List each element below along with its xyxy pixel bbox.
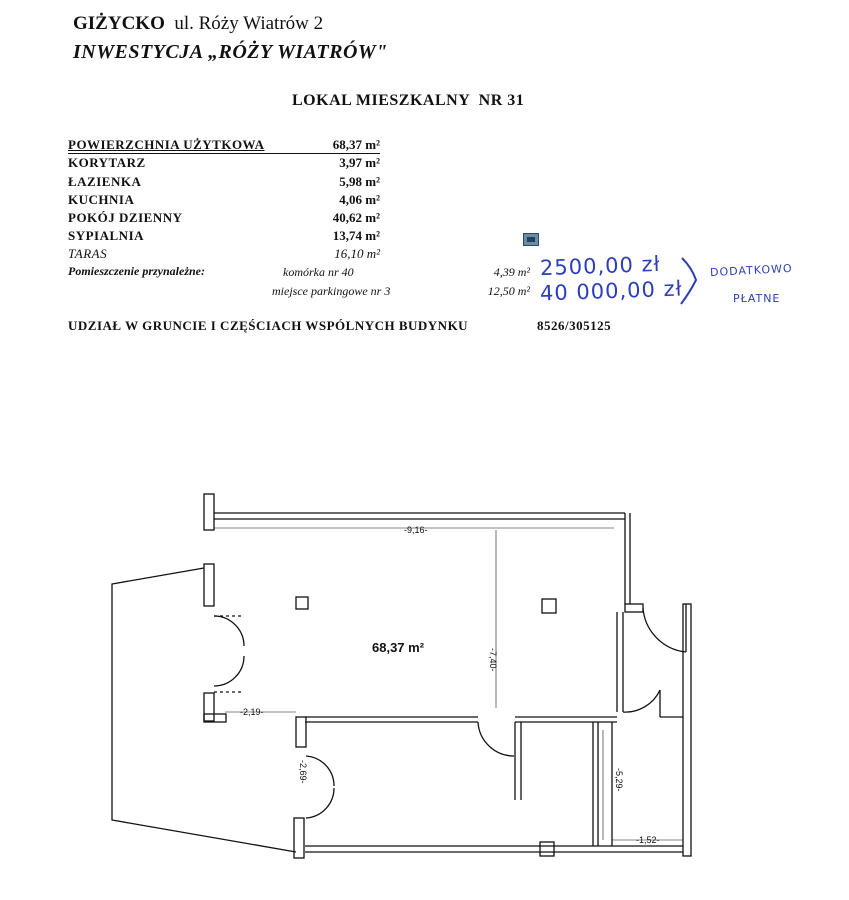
area-label-lazienka: ŁAZIENKA xyxy=(68,174,142,189)
floor-plan: -9,16- -7,40- -2,19- -2,69- -5,29- -1,52… xyxy=(111,493,692,859)
plan-area-label: 68,37 m² xyxy=(372,640,425,655)
ancillary-area-storage: 4,39 m² xyxy=(493,265,530,279)
area-label-korytarz: KORYTARZ xyxy=(68,155,146,170)
dim-top: -9,16- xyxy=(404,525,428,535)
ancillary-area-parking: 12,50 m² xyxy=(487,284,530,298)
header-street: ul. Róży Wiatrów 2 xyxy=(174,13,324,34)
area-label-taras: TARAS xyxy=(68,246,108,261)
area-value-korytarz: 3,97 m² xyxy=(339,155,380,170)
dim-mid-v: -5,29- xyxy=(614,768,624,792)
area-label-kuchnia: KUCHNIA xyxy=(68,192,135,207)
area-label-pokoj: POKÓJ DZIENNY xyxy=(68,210,183,225)
share-value: 8526/305125 xyxy=(537,318,612,333)
ancillary-label: Pomieszczenie przynależne: xyxy=(68,264,205,278)
handwritten-price-storage: 2500,00 zł xyxy=(539,251,661,281)
ancillary-item-storage: komórka nr 40 xyxy=(283,265,354,279)
header-city: GIŻYCKO xyxy=(73,13,165,34)
area-value-pokoj: 40,62 m² xyxy=(332,210,380,225)
unit-title: LOKAL MIESZKALNY NR 31 xyxy=(292,92,525,109)
area-label-usable: POWIERZCHNIA UŻYTKOWA xyxy=(68,137,265,152)
wall-pillar-top-left xyxy=(203,493,215,531)
area-divider xyxy=(68,153,380,154)
handwritten-brace-icon xyxy=(680,257,698,305)
dim-left-v: -2,69- xyxy=(298,760,308,784)
area-value-taras: 16,10 m² xyxy=(334,246,380,261)
header-address: GIŻYCKO ul. Róży Wiatrów 2 xyxy=(73,13,323,35)
area-value-sypialnia: 13,74 m² xyxy=(332,228,380,243)
area-label-sypialnia: SYPIALNIA xyxy=(68,228,145,243)
share-label: UDZIAŁ W GRUNCIE I CZĘŚCIACH WSPÓLNYCH B… xyxy=(68,318,469,333)
dim-bottom-r: -1,52- xyxy=(636,835,660,845)
ancillary-item-parking: miejsce parkingowe nr 3 xyxy=(272,284,391,298)
handwritten-price-parking: 40 000,00 zł xyxy=(539,276,683,306)
area-value-usable: 68,37 m² xyxy=(332,137,380,152)
investment-name: INWESTYCJA „RÓŻY WIATRÓW" xyxy=(73,41,388,63)
dim-right: -7,40- xyxy=(488,648,498,672)
handwritten-note-line1: DODATKOWO xyxy=(709,261,793,280)
area-value-lazienka: 5,98 m² xyxy=(339,174,380,189)
area-value-kuchnia: 4,06 m² xyxy=(339,192,380,207)
handwritten-note-line2: PŁATNE xyxy=(733,292,781,305)
attachment-icon xyxy=(523,233,539,246)
dim-left-h: -2,19- xyxy=(240,707,264,717)
